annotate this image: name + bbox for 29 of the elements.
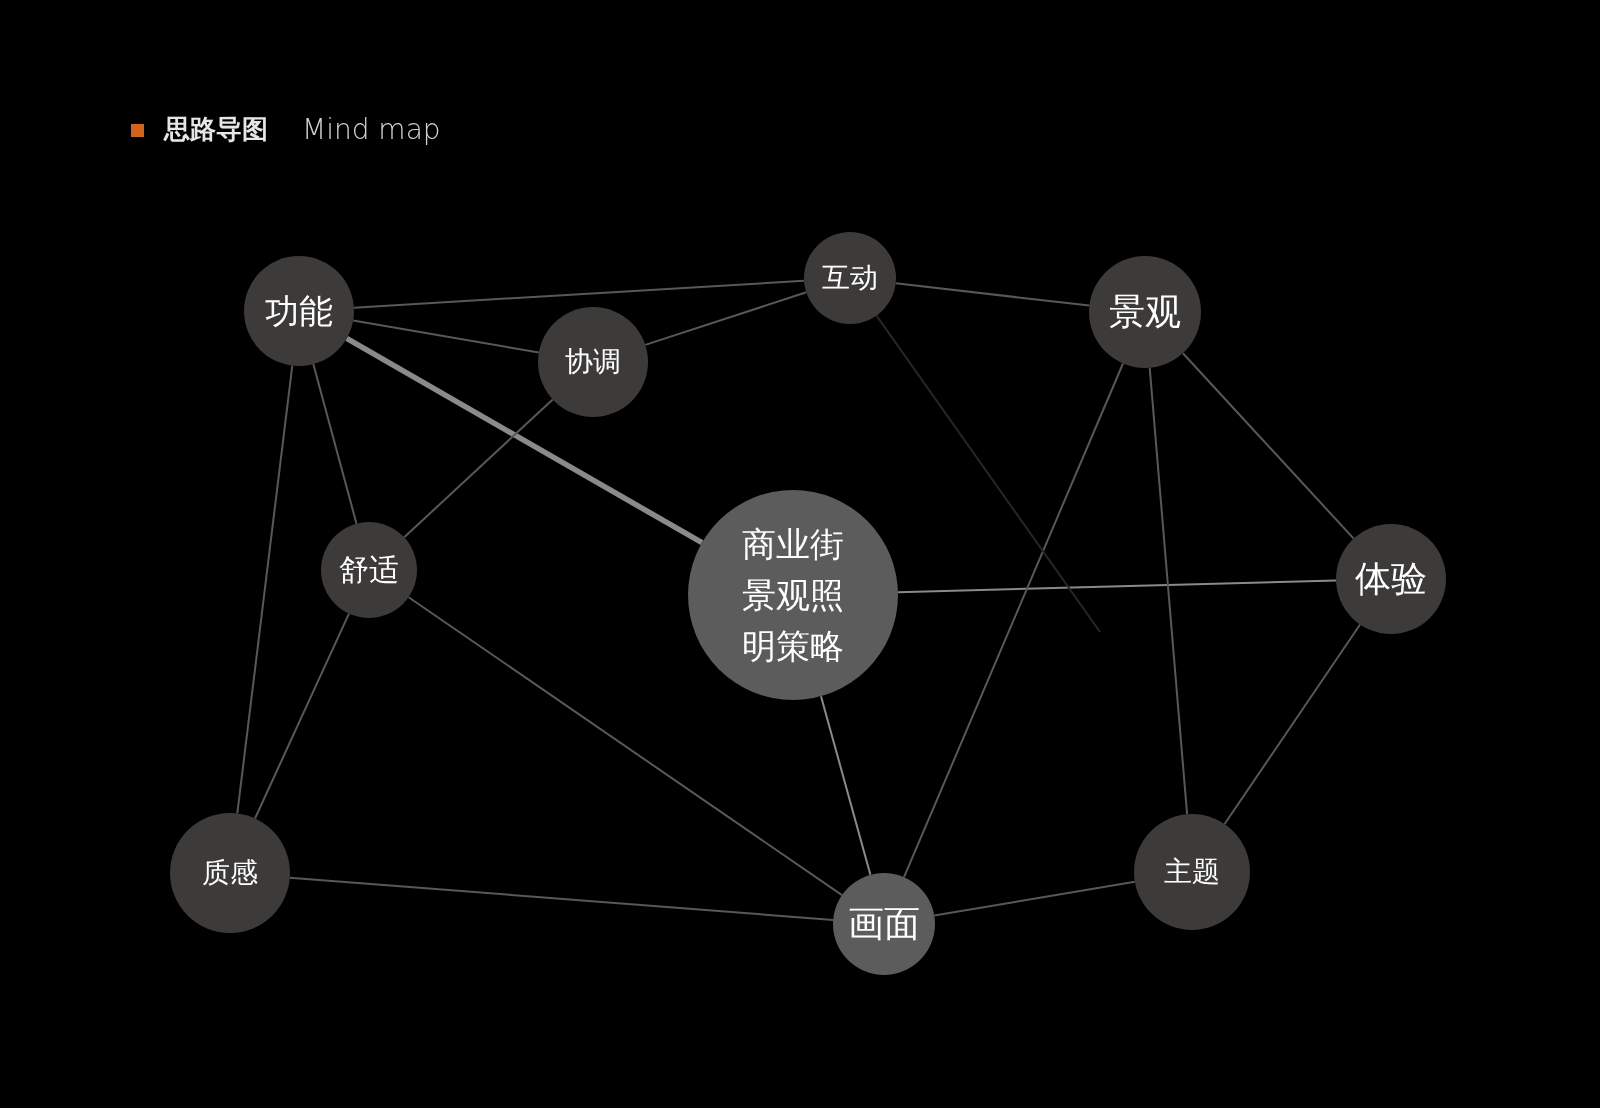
topic-label: 质感 xyxy=(202,856,258,890)
topic-label: 景观 xyxy=(1109,290,1181,334)
title: 思路导图 xyxy=(164,113,268,147)
connector-line xyxy=(644,291,808,346)
topic-label: 功能 xyxy=(265,290,333,332)
connector-line xyxy=(903,362,1124,879)
subtitle: Mind map xyxy=(302,112,441,148)
connector-line xyxy=(894,282,1091,307)
topic-label: 舒适 xyxy=(339,552,399,588)
topic-label: 主题 xyxy=(1164,855,1220,889)
connector-line xyxy=(1223,623,1362,825)
connector-line xyxy=(312,363,358,525)
connector-line xyxy=(236,364,294,815)
topic-label: 协调 xyxy=(565,345,621,379)
connector-line xyxy=(407,596,843,897)
topic-label: 商业街景观照明策略 xyxy=(741,522,845,668)
connector-line xyxy=(875,314,1101,633)
connector-line xyxy=(345,336,704,546)
topic-label: 画面 xyxy=(848,902,920,946)
connector-line xyxy=(254,612,350,820)
connector-line xyxy=(897,579,1337,594)
topic-label: 体验 xyxy=(1355,557,1427,601)
connector-line xyxy=(820,695,872,876)
connector-line xyxy=(1148,366,1189,816)
topic-label: 互动 xyxy=(822,261,878,295)
connector-line xyxy=(352,319,540,354)
connector-line xyxy=(933,880,1136,917)
connector-line xyxy=(403,398,554,539)
connector-line xyxy=(1181,352,1355,540)
